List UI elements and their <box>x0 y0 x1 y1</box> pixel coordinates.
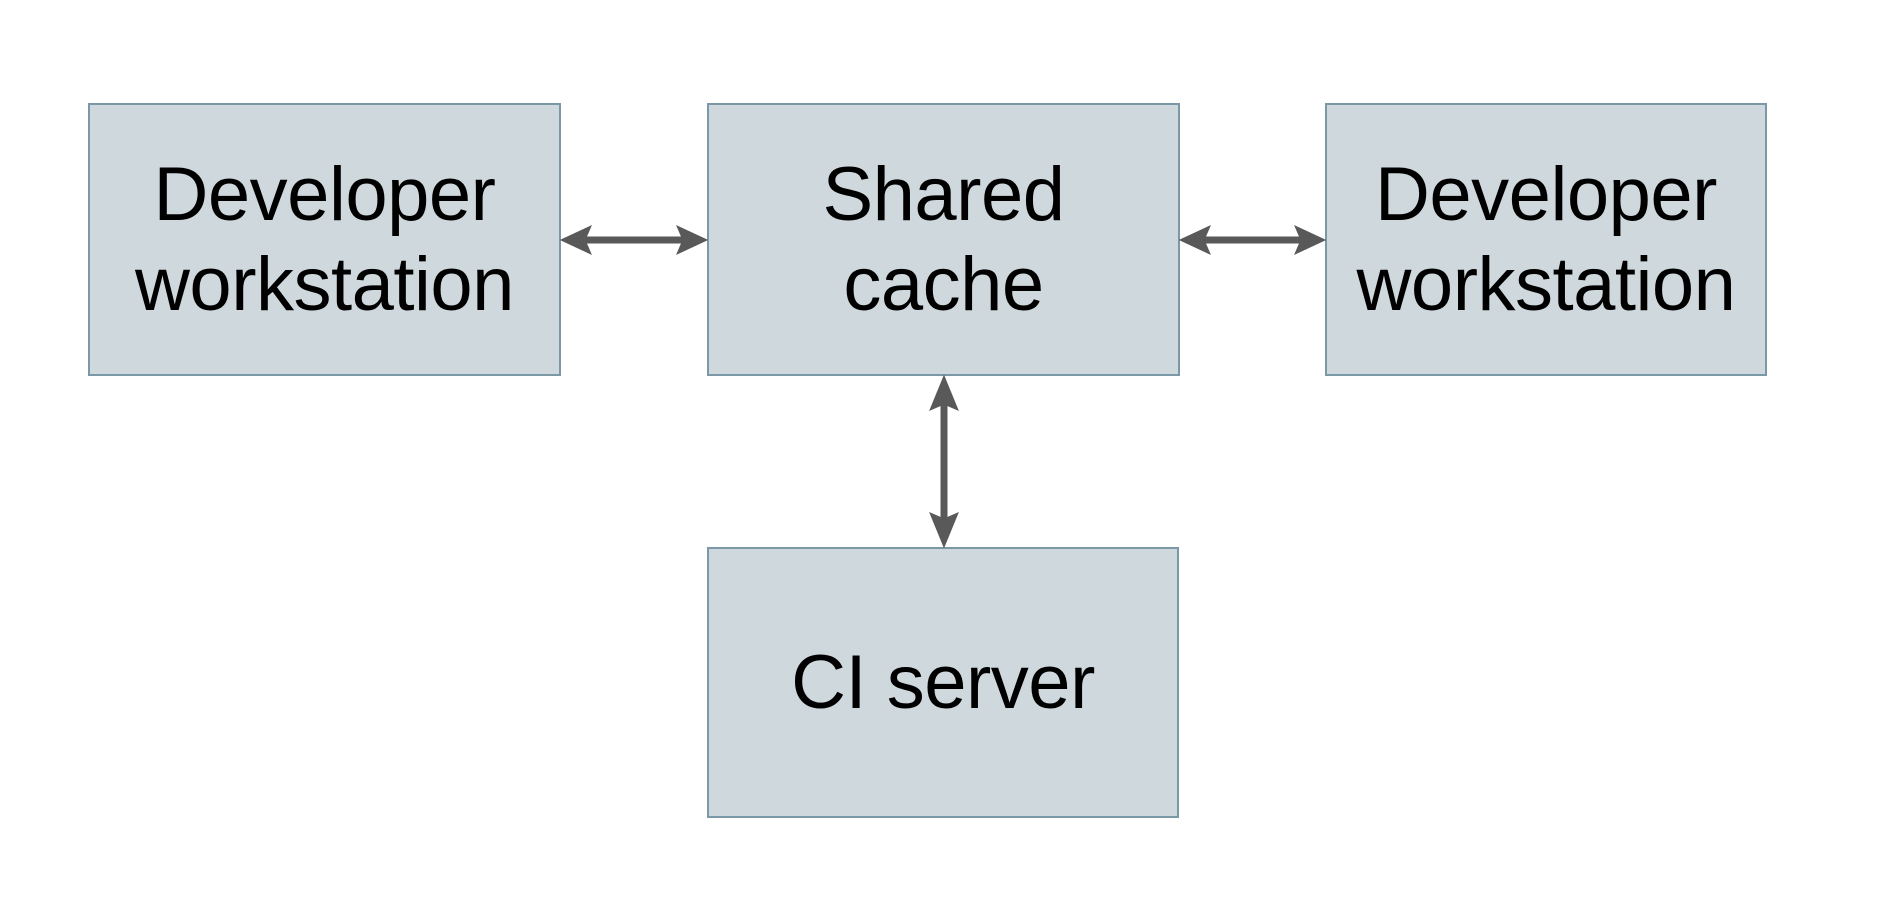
node-label: CI server <box>791 639 1095 725</box>
double-arrow-icon <box>1178 224 1327 256</box>
double-arrow-icon <box>559 224 709 256</box>
node-ci-server[interactable]: CI server <box>707 547 1179 818</box>
double-arrow-icon <box>929 374 959 549</box>
node-developer-workstation-left[interactable]: Developer workstation <box>88 103 561 376</box>
node-developer-workstation-right[interactable]: Developer workstation <box>1325 103 1767 376</box>
node-shared-cache[interactable]: Shared cache <box>707 103 1180 376</box>
node-label: Developer workstation <box>135 151 514 327</box>
edge-shared-cache-to-ci-server[interactable] <box>918 374 970 549</box>
node-label: Developer workstation <box>1356 151 1736 327</box>
edge-shared-cache-to-developer-workstation-right[interactable] <box>1178 214 1327 266</box>
edge-developer-workstation-left-to-shared-cache[interactable] <box>559 214 709 266</box>
node-label: Shared cache <box>822 151 1065 327</box>
